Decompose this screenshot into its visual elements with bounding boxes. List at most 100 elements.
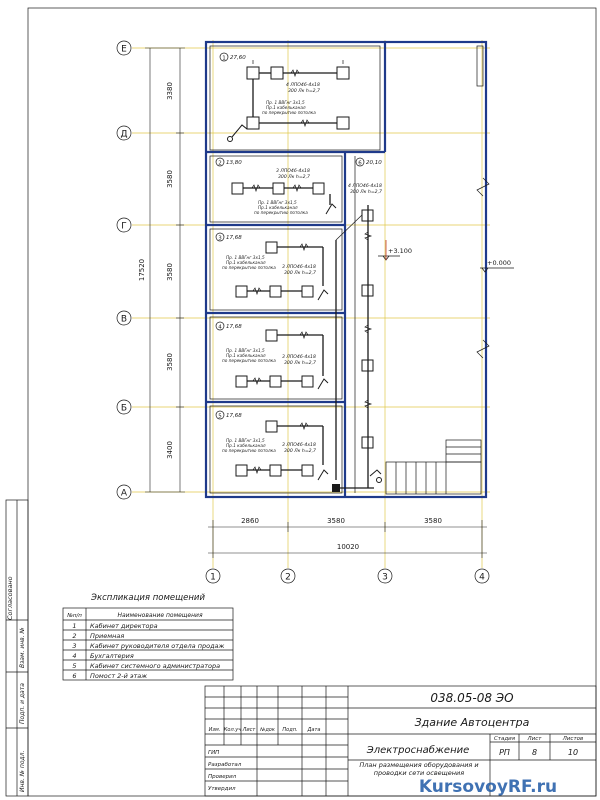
axis-row-d: Д: [120, 130, 127, 140]
dim-col-3: 3580: [424, 517, 442, 525]
dim-row-2: 3580: [166, 170, 174, 188]
axis-row-v: В: [121, 315, 127, 325]
title-block: Изм. Кол.уч Лист №док Подп. Дата ГИП Раз…: [204, 685, 597, 797]
col-axis-labels: 1 2 3 4: [205, 568, 490, 584]
svg-text:по перекрытию потолка: по перекрытию потолка: [222, 448, 276, 453]
svg-text:Проверил: Проверил: [208, 774, 237, 780]
svg-text:4 ЛПО46-4х18: 4 ЛПО46-4х18: [348, 183, 382, 189]
svg-text:по перекрытию потолка: по перекрытию потолка: [254, 210, 308, 215]
level-ground: +0.000: [487, 259, 511, 267]
room-2-lighting: 3 ЛПО46-4х18 300 Лк h=2,7 Пр. 1 ВВГнг 3х…: [231, 168, 337, 215]
table-row: Кабинет руководителя отдела продаж: [90, 642, 225, 650]
svg-text:300 Лк h=2,7: 300 Лк h=2,7: [284, 270, 316, 276]
dim-row-5: 3400: [166, 441, 174, 459]
svg-text:Пр.1 кабельканал: Пр.1 кабельканал: [266, 105, 306, 110]
side-stamp: Согласовано Взам. инв. № Подп. и дата Ин…: [5, 499, 29, 797]
svg-text:Подп.: Подп.: [282, 727, 297, 733]
svg-text:3 ЛПО46-4х18: 3 ЛПО46-4х18: [282, 442, 316, 448]
sheet-value: 8: [532, 748, 537, 757]
room-5-area: 17,68: [226, 413, 242, 419]
axis-col-2: 2: [285, 573, 291, 583]
drawing-title: План размещения оборудования и проводки …: [359, 762, 478, 776]
building-walls: [204, 40, 490, 499]
level-upper: +3.100: [388, 247, 412, 255]
svg-text:300 Лк h=2,7: 300 Лк h=2,7: [350, 189, 382, 195]
room-2-area: 13,80: [226, 160, 242, 166]
svg-text:Пр. 1 ВВГнг 3х1,5: Пр. 1 ВВГнг 3х1,5: [226, 438, 265, 443]
svg-text:300 Лк h=2,7: 300 Лк h=2,7: [278, 174, 310, 180]
explication-title: Экспликация помещений: [90, 593, 205, 603]
room-4-area: 17,68: [226, 324, 242, 330]
svg-text:300 Лк h=2,7: 300 Лк h=2,7: [284, 448, 316, 454]
table-row: Помост 2-й этаж: [90, 672, 147, 680]
dim-row-1: 3380: [166, 82, 174, 100]
dim-col-1: 2860: [241, 517, 259, 525]
svg-text:Пр.1 кабельканал: Пр.1 кабельканал: [226, 443, 266, 448]
svg-text:ГИП: ГИП: [208, 750, 219, 756]
svg-text:3 ЛПО46-4х18: 3 ЛПО46-4х18: [276, 168, 310, 174]
svg-text:Кол.уч: Кол.уч: [224, 727, 241, 733]
room-1-lighting: 4 ЛПО46-4х18 300 Лк h=2,7 Пр. 1 ВВГнг 3х…: [227, 60, 350, 142]
dim-total-height: 17520: [138, 259, 146, 281]
table-row: 2: [72, 632, 76, 640]
table-row: 5: [72, 662, 76, 670]
table-row: 1: [72, 622, 76, 630]
row-axis-labels: Е Д Г В Б А: [116, 40, 132, 500]
svg-text:Изм.: Изм.: [209, 727, 221, 733]
room-5-lighting: Пр. 1 ВВГнг 3х1,5 Пр.1 кабельканал по пе…: [222, 420, 374, 492]
watermark: KursovoyRF.ru: [419, 777, 557, 797]
svg-text:Лист: Лист: [242, 727, 257, 733]
explication-table: Экспликация помещений №п/п Наименование …: [62, 593, 234, 681]
svg-text:по перекрытию потолка: по перекрытию потолка: [222, 265, 276, 270]
svg-text:4: 4: [218, 325, 222, 331]
axis-row-g: Г: [121, 222, 127, 232]
svg-text:6: 6: [358, 161, 362, 167]
drawing-code: 038.05-08 ЭО: [430, 691, 513, 705]
svg-text:300 Лк h=2,7: 300 Лк h=2,7: [284, 360, 316, 366]
svg-text:Дата: Дата: [307, 727, 321, 733]
svg-text:5: 5: [218, 414, 222, 420]
axis-row-e: Е: [121, 45, 127, 55]
room-3-lighting: Пр. 1 ВВГнг 3х1,5 Пр.1 кабельканал по пе…: [222, 241, 329, 301]
dim-col-2: 3580: [327, 517, 345, 525]
svg-text:Утвердил: Утвердил: [208, 786, 236, 792]
axis-col-1: 1: [210, 573, 216, 583]
room-4-lighting: Пр. 1 ВВГнг 3х1,5 Пр.1 кабельканал по пе…: [222, 329, 329, 390]
horizontal-dimensions: 2860 3580 3580 10020: [208, 517, 487, 558]
dim-row-3: 3580: [166, 263, 174, 281]
table-row: 6: [72, 672, 76, 680]
svg-text:Пр.1 кабельканал: Пр.1 кабельканал: [226, 260, 266, 265]
svg-text:по перекрытию потолка: по перекрытию потолка: [262, 110, 316, 115]
dim-row-4: 3580: [166, 353, 174, 371]
table-row: Бухгалтерия: [90, 652, 134, 660]
vertical-dimensions: 3380 3580 3580 3580 3400 17520: [138, 47, 185, 493]
side-label-replaces: Взам. инв. №: [19, 627, 26, 668]
room-6-area: 20,10: [366, 160, 382, 166]
svg-text:№док: №док: [259, 727, 275, 733]
svg-text:4 ЛПО46-4х18: 4 ЛПО46-4х18: [286, 82, 320, 88]
table-row: Приемная: [90, 632, 124, 640]
svg-text:Пр. 1 ВВГнг 3х1,5: Пр. 1 ВВГнг 3х1,5: [226, 255, 265, 260]
svg-text:300 Лк h=2,7: 300 Лк h=2,7: [288, 88, 320, 94]
level-marks: +3.100 +0.000: [378, 247, 514, 273]
svg-text:1: 1: [222, 56, 226, 62]
svg-text:по перекрытию потолка: по перекрытию потолка: [222, 358, 276, 363]
svg-text:Стадия: Стадия: [494, 736, 516, 742]
axis-col-3: 3: [382, 573, 388, 583]
svg-text:Пр.1 кабельканал: Пр.1 кабельканал: [226, 353, 266, 358]
svg-text:Лист: Лист: [527, 736, 543, 742]
axis-col-4: 4: [479, 573, 485, 583]
side-label-sign-date: Подп. и дата: [19, 683, 26, 724]
svg-text:3 ЛПО46-4х18: 3 ЛПО46-4х18: [282, 354, 316, 360]
axis-row-a: А: [121, 489, 128, 499]
explication-header-no: №п/п: [66, 613, 82, 619]
section-name: Электроснабжение: [366, 744, 470, 756]
building-name: Здание Автоцентра: [415, 716, 530, 729]
svg-text:2: 2: [218, 161, 222, 167]
axis-grid: [132, 40, 490, 568]
axis-row-b: Б: [121, 404, 127, 414]
table-row: 4: [72, 652, 76, 660]
svg-text:Пр. 1 ВВГнг 3х1,5: Пр. 1 ВВГнг 3х1,5: [226, 348, 265, 353]
svg-text:Пр. 1 ВВГнг 3х1,5: Пр. 1 ВВГнг 3х1,5: [266, 100, 305, 105]
